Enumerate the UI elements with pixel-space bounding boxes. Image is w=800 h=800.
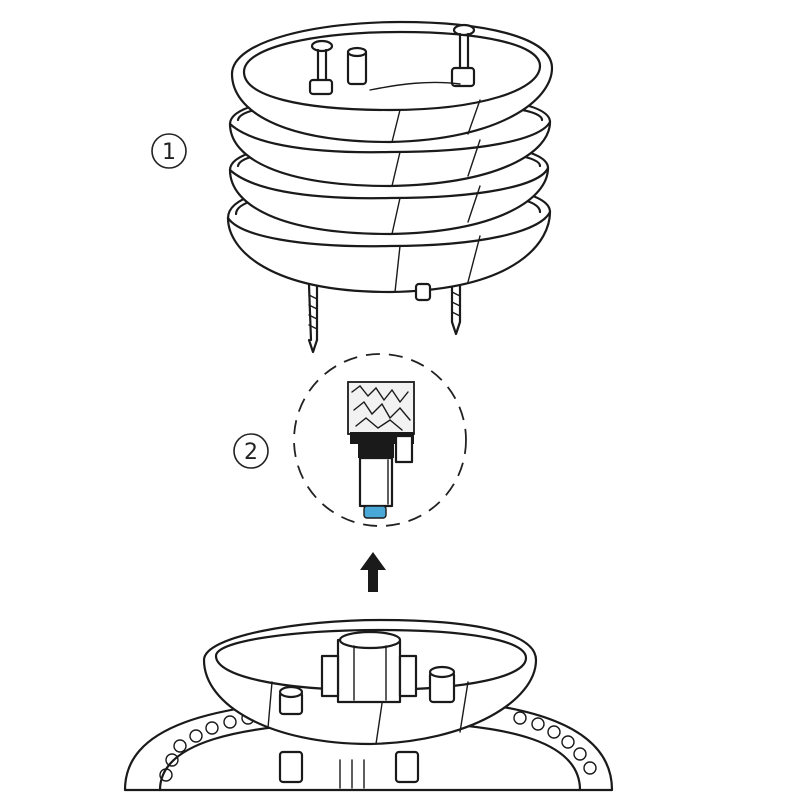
callout-2: 2 — [233, 433, 269, 469]
vent-holes — [159, 711, 597, 782]
screw-icon — [450, 280, 462, 336]
sensor-detail-circle — [293, 353, 467, 527]
screw-icon — [307, 283, 319, 354]
sensor-socket — [320, 630, 418, 704]
callout-1-label: 1 — [162, 140, 176, 165]
shield-plate-1 — [230, 20, 554, 144]
screw-icon — [450, 23, 476, 88]
post-icon — [428, 665, 456, 704]
callout-1: 1 — [151, 133, 187, 169]
sensor-probe-icon — [347, 381, 415, 519]
base-housing — [123, 618, 614, 792]
post-icon — [278, 685, 304, 716]
screw-icon — [308, 39, 334, 96]
up-arrow-icon — [360, 552, 386, 592]
callout-2-label: 2 — [244, 440, 258, 465]
post-icon — [346, 46, 368, 86]
radiation-shield-stack — [226, 20, 554, 354]
